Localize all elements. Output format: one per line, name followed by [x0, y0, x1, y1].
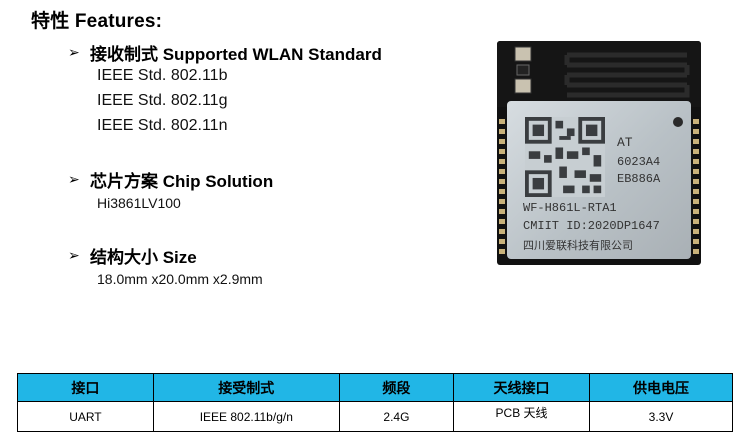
module-model: WF-H861L-RTA1: [523, 201, 617, 215]
castellated-pad: [693, 199, 699, 204]
section-size: ➢ 结构大小 Size: [68, 243, 197, 268]
castellated-pad: [499, 149, 505, 154]
column-header: 天线接口: [453, 373, 590, 402]
module-mark: EB886A: [617, 172, 661, 186]
castellated-pad: [499, 159, 505, 164]
castellated-pad: [693, 219, 699, 224]
module-cmiit: CMIIT ID:2020DP1647: [523, 219, 660, 233]
standard-item: IEEE Std. 802.11b: [97, 67, 228, 84]
standard-item: IEEE Std. 802.11n: [97, 117, 228, 134]
castellated-pad: [693, 139, 699, 144]
table-cell: PCB 天线: [453, 401, 590, 432]
qr-code-icon: [525, 117, 605, 197]
pin1-marker: [673, 117, 683, 127]
castellated-pad: [499, 129, 505, 134]
castellated-pad: [693, 249, 699, 254]
table-cell: 3.3V: [588, 401, 734, 432]
section-heading: 芯片方案 Chip Solution: [90, 172, 274, 191]
standard-item: IEEE Std. 802.11g: [97, 92, 228, 109]
castellated-pad: [693, 159, 699, 164]
castellated-pad: [693, 179, 699, 184]
castellated-pad: [693, 149, 699, 154]
column-header: 接受制式: [152, 373, 340, 402]
castellated-pad: [693, 229, 699, 234]
arrow-bullet-icon: ➢: [68, 171, 80, 187]
castellated-pad: [499, 119, 505, 124]
section-heading: 结构大小 Size: [90, 248, 197, 267]
module-mark: AT: [617, 135, 633, 150]
castellated-pad: [693, 189, 699, 194]
column-header: 接口: [17, 373, 154, 402]
module-mark: 6023A4: [617, 155, 661, 169]
section-heading: 接收制式 Supported WLAN Standard: [90, 45, 382, 64]
arrow-bullet-icon: ➢: [68, 247, 80, 263]
module-photo: AT 6023A4 EB886A WF-H861L-RTA1 CMIIT ID:…: [497, 41, 701, 265]
castellated-pad: [499, 249, 505, 254]
arrow-bullet-icon: ➢: [68, 44, 80, 60]
section-wlan-standard: ➢ 接收制式 Supported WLAN Standard: [68, 40, 382, 65]
table-row: UART IEEE 802.11b/g/n 2.4G PCB 天线 3.3V: [17, 401, 734, 432]
chip-name: Hi3861LV100: [97, 195, 181, 211]
table-cell: 2.4G: [338, 401, 455, 432]
pcb-antenna-trace: [497, 41, 701, 107]
castellated-pad: [693, 209, 699, 214]
table-cell: UART: [17, 401, 154, 432]
castellated-pad: [499, 209, 505, 214]
castellated-pad: [499, 189, 505, 194]
castellated-pad: [499, 139, 505, 144]
castellated-pad: [499, 179, 505, 184]
castellated-pad: [499, 169, 505, 174]
table-header-row: 接口 接受制式 频段 天线接口 供电电压: [17, 373, 734, 402]
section-chip-solution: ➢ 芯片方案 Chip Solution: [68, 167, 273, 192]
castellated-pad: [693, 119, 699, 124]
spec-table: 接口 接受制式 频段 天线接口 供电电压 UART IEEE 802.11b/g…: [17, 373, 734, 432]
castellated-pad: [499, 239, 505, 244]
size-value: 18.0mm x20.0mm x2.9mm: [97, 271, 263, 287]
castellated-pad: [499, 199, 505, 204]
castellated-pad: [693, 169, 699, 174]
rf-shield-can: AT 6023A4 EB886A WF-H861L-RTA1 CMIIT ID:…: [507, 101, 691, 259]
page-title: 特性 Features:: [31, 11, 163, 32]
module-company: 四川爱联科技有限公司: [523, 239, 633, 252]
column-header: 频段: [338, 373, 455, 402]
castellated-pad: [499, 219, 505, 224]
column-header: 供电电压: [588, 373, 734, 402]
table-cell: IEEE 802.11b/g/n: [152, 401, 340, 432]
castellated-pad: [499, 229, 505, 234]
castellated-pad: [693, 239, 699, 244]
castellated-pad: [693, 129, 699, 134]
